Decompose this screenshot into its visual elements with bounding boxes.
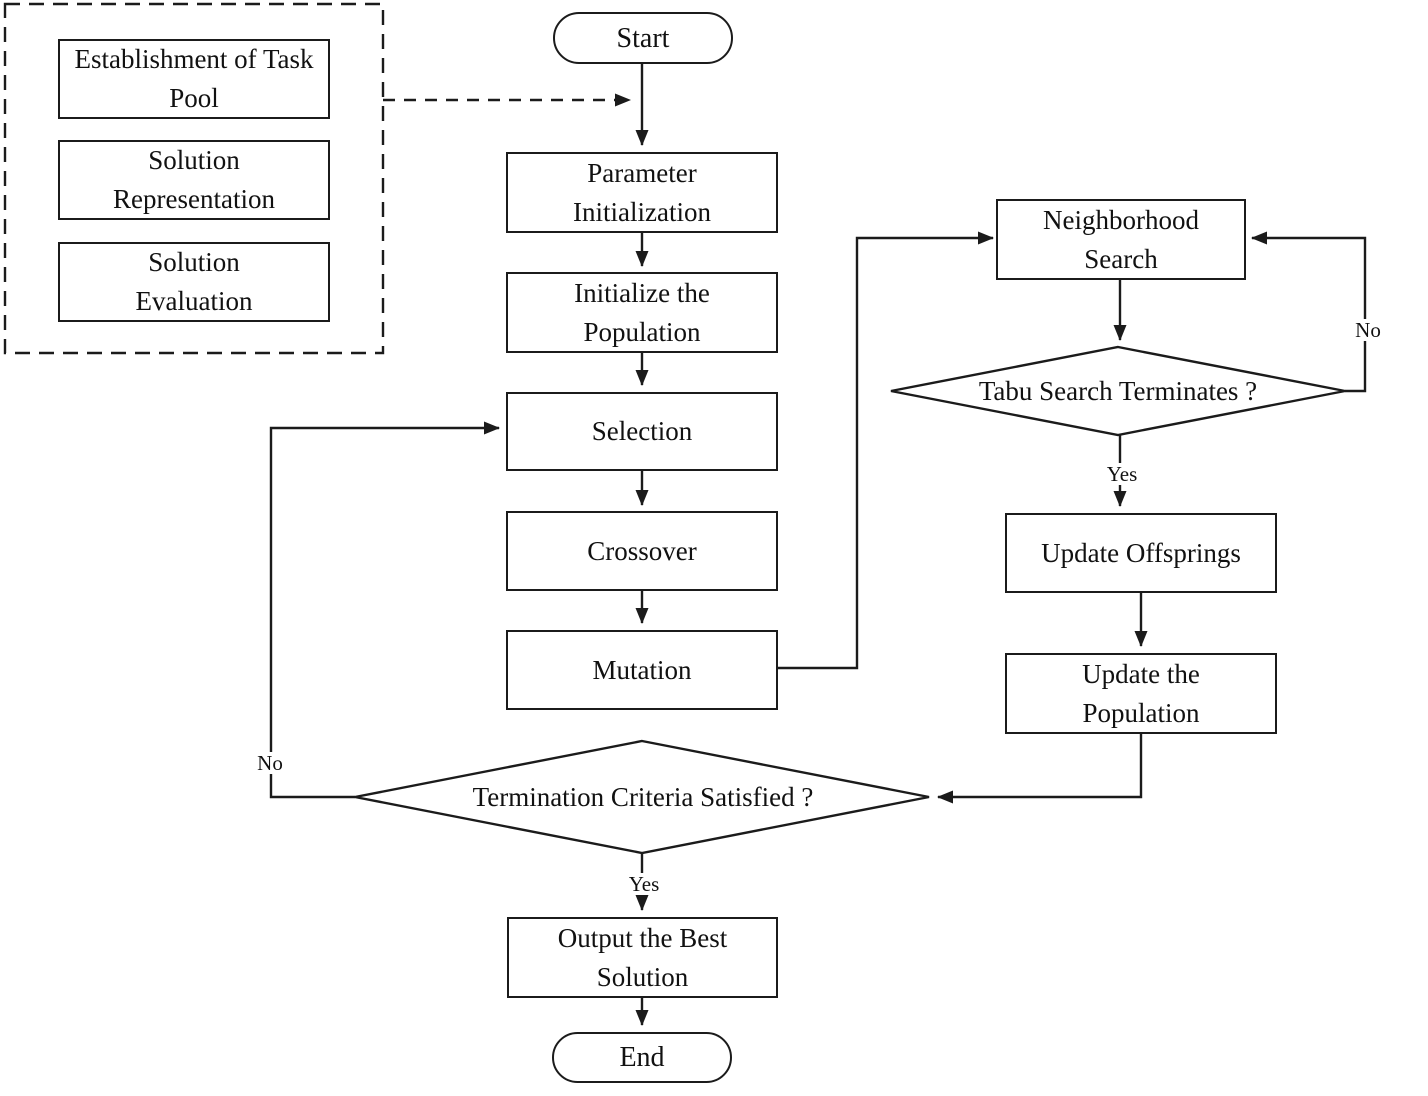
- update-offsprings-label: Update Offsprings: [1041, 537, 1241, 568]
- crossover-label: Crossover: [587, 535, 697, 566]
- start-node: Start: [553, 12, 733, 64]
- update-offsprings-node: Update Offsprings: [1005, 513, 1277, 593]
- update-population-label: Update the Population: [1082, 658, 1200, 728]
- edge-population-to-termination: [937, 733, 1143, 804]
- end-node-label: End: [619, 1042, 665, 1073]
- tabu-no-label: No: [1352, 319, 1384, 341]
- initialize-population-node: Initialize the Population: [506, 272, 778, 353]
- panel-box-task-pool-label: Establishment of Task Pool: [74, 44, 314, 113]
- tabu-yes-label: Yes: [1103, 463, 1141, 485]
- neighborhood-search-label: Neighborhood Search: [1043, 204, 1199, 274]
- panel-box-solution-evaluation: Solution Evaluation: [58, 242, 330, 322]
- parameter-initialization-label: Parameter Initialization: [573, 157, 711, 227]
- termination-no-label: No: [254, 752, 286, 774]
- update-population-node: Update the Population: [1005, 653, 1277, 734]
- crossover-node: Crossover: [506, 511, 778, 591]
- tabu-decision-label: Tabu Search Terminates ?: [978, 376, 1258, 406]
- output-best-solution-label: Output the Best Solution: [557, 922, 728, 992]
- panel-box-solution-representation: Solution Representation: [58, 140, 330, 220]
- neighborhood-search-node: Neighborhood Search: [996, 199, 1246, 280]
- edge-tabu-no-loop: [1251, 231, 1367, 393]
- edge-mutation-to-neighborhood: [778, 231, 994, 670]
- panel-box-solution-representation-label: Solution Representation: [113, 145, 275, 214]
- termination-yes-label: Yes: [625, 873, 663, 895]
- selection-node: Selection: [506, 392, 778, 471]
- dashed-panel-border: [3, 2, 385, 355]
- panel-box-task-pool: Establishment of Task Pool: [58, 39, 330, 119]
- start-node-label: Start: [616, 22, 670, 54]
- selection-label: Selection: [591, 416, 693, 446]
- edge-termination-no-loop: [269, 421, 500, 799]
- mutation-node: Mutation: [506, 630, 778, 710]
- termination-decision-label: Termination Criteria Satisfied ?: [472, 782, 814, 812]
- output-best-solution-node: Output the Best Solution: [507, 917, 778, 998]
- mutation-label: Mutation: [592, 654, 692, 685]
- panel-box-solution-evaluation-label: Solution Evaluation: [135, 247, 253, 316]
- initialize-population-label: Initialize the Population: [574, 277, 710, 347]
- end-node: End: [552, 1032, 732, 1083]
- tabu-decision-shape: [890, 345, 1346, 437]
- parameter-initialization-node: Parameter Initialization: [506, 152, 778, 233]
